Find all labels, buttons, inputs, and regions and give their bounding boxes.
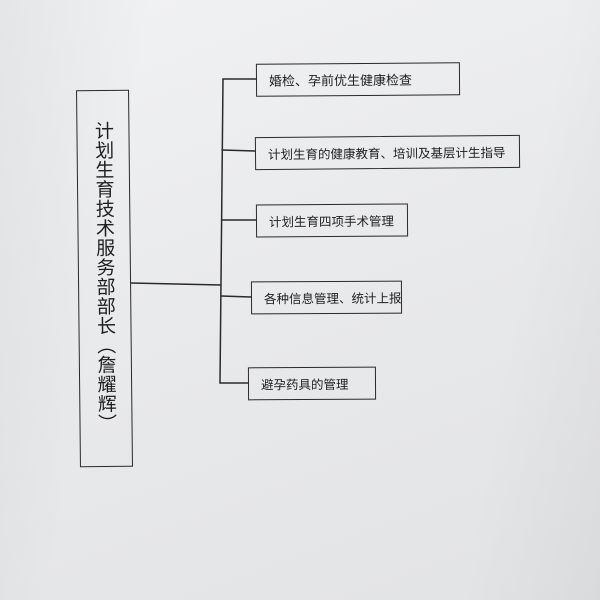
connector-head-to-trunk	[130, 282, 222, 286]
connector-branch-4	[220, 295, 252, 298]
duty-item-4: 各种信息管理、统计上报	[250, 280, 403, 315]
duty-item-label: 计划生育四项手术管理	[268, 213, 395, 230]
duty-item-5: 避孕药具的管理	[247, 366, 377, 401]
duty-item-label: 避孕药具的管理	[260, 376, 349, 393]
duty-item-3: 计划生育四项手术管理	[255, 203, 409, 238]
connector-branch-2	[221, 149, 256, 152]
duty-item-1: 婚检、孕前优生健康检查	[255, 62, 461, 97]
department-head-title: 计划生育技术服务部部长（詹耀辉）	[91, 120, 118, 434]
duty-item-label: 计划生育的健康教育、培训及基层计生指导	[267, 144, 506, 163]
connector-trunk	[219, 78, 224, 384]
duty-item-label: 婚检、孕前优生健康检查	[268, 73, 413, 90]
duty-item-2: 计划生育的健康教育、培训及基层计生指导	[254, 134, 521, 171]
duty-item-label: 各种信息管理、统计上报	[263, 290, 402, 307]
department-head-box: 计划生育技术服务部部长（詹耀辉）	[76, 89, 133, 468]
